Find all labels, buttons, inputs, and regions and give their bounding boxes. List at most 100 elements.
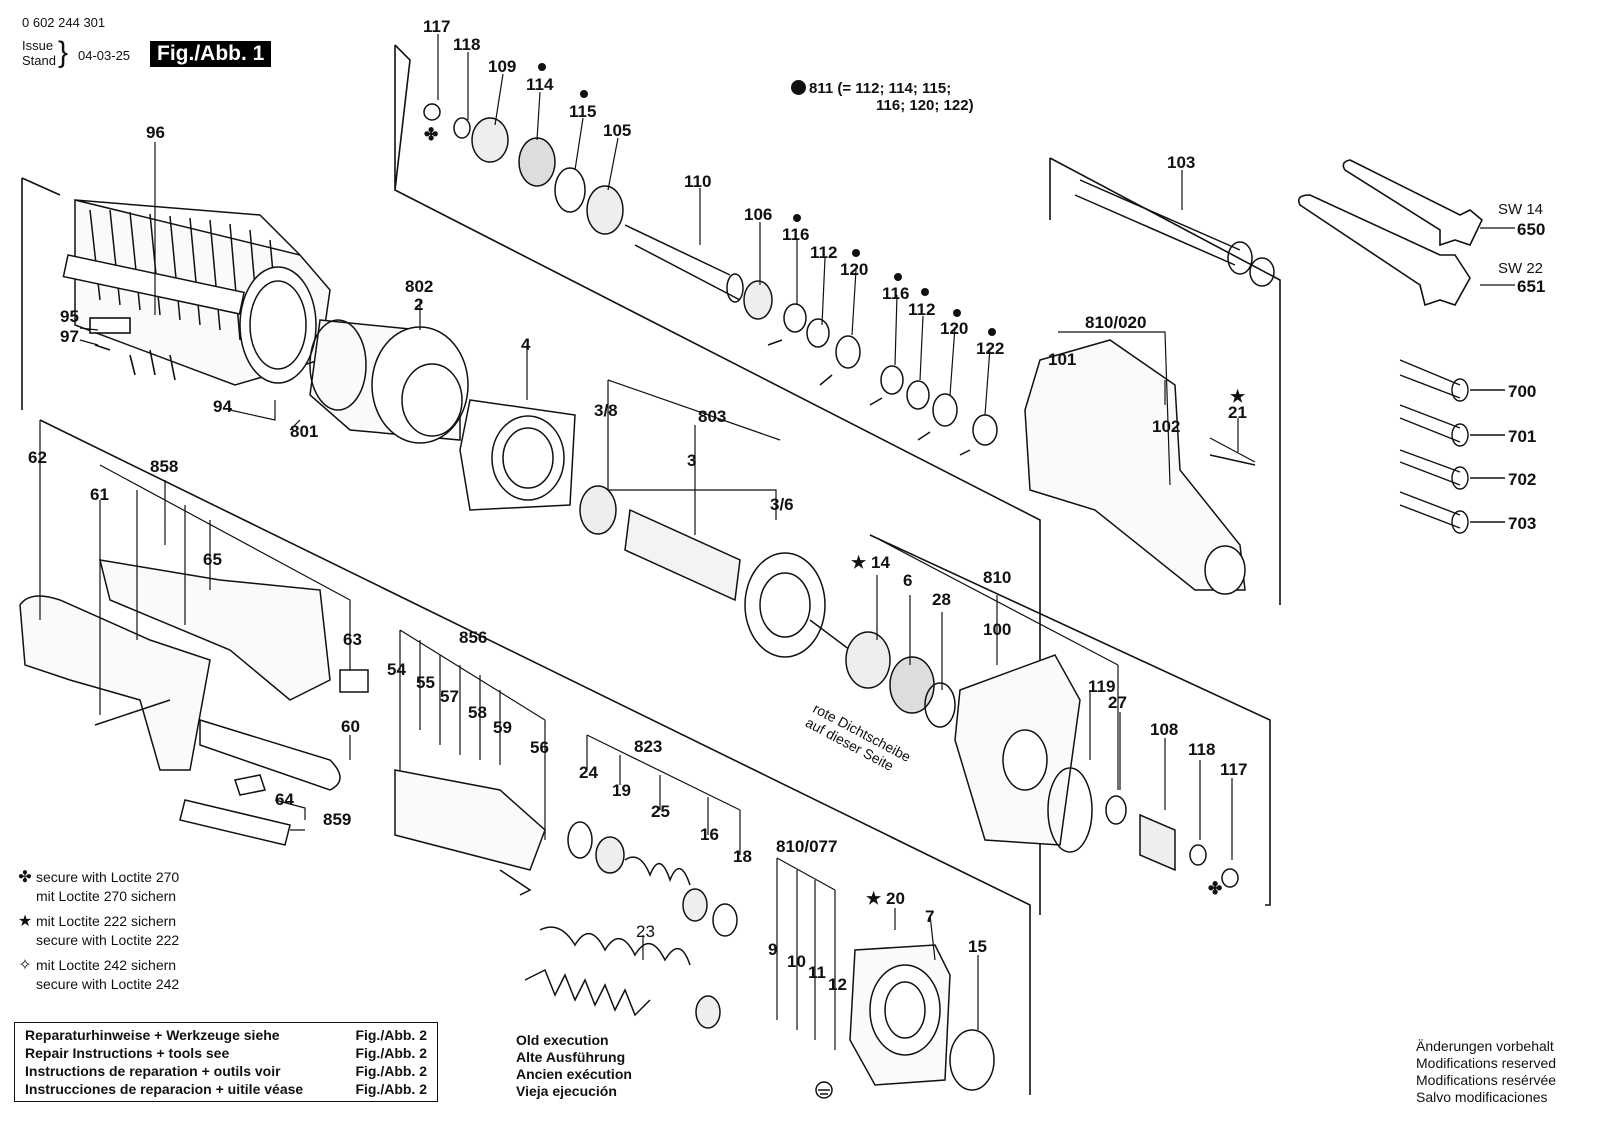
part-label: 115 bbox=[569, 102, 596, 121]
kit-dot-icon bbox=[894, 273, 902, 281]
gear-housing bbox=[1024, 339, 1256, 595]
part-label: 859 bbox=[323, 810, 351, 829]
repair-row: Repair Instructions + tools see Fig./Abb.… bbox=[15, 1044, 437, 1062]
part-label: 116 bbox=[882, 284, 909, 303]
frame-lower-band bbox=[39, 419, 1031, 1095]
part-label: 60 bbox=[341, 717, 360, 736]
part-label: 16 bbox=[700, 825, 719, 844]
part-label: 57 bbox=[440, 687, 459, 706]
wrench-size-14: SW 14 bbox=[1498, 201, 1544, 218]
part-label: 65 bbox=[203, 550, 222, 569]
part-label: 97 bbox=[60, 327, 79, 346]
old-exec-line: Alte Ausführung bbox=[516, 1049, 626, 1065]
modifications-line: Salvo modificaciones bbox=[1416, 1089, 1548, 1105]
issue-date: 04-03-25 bbox=[78, 48, 131, 63]
part-label: 96 bbox=[146, 123, 165, 142]
part-label: 810/020 bbox=[1085, 313, 1146, 332]
part-label: 25 bbox=[651, 802, 670, 821]
part-label: 3/6 bbox=[770, 495, 794, 514]
frame-housing bbox=[1049, 157, 1281, 605]
part-label: 56 bbox=[530, 738, 549, 757]
kit-dot-icon bbox=[988, 328, 996, 336]
part-label: 18 bbox=[733, 847, 752, 866]
part-label: 117 bbox=[423, 17, 450, 36]
part-label: 802 bbox=[405, 277, 433, 296]
legend-line: secure with Loctite 270 bbox=[36, 869, 180, 885]
collet-screws bbox=[1399, 359, 1505, 534]
armature bbox=[579, 485, 851, 658]
repair-text: Repair Instructions + tools see bbox=[25, 1045, 230, 1061]
part-label: 114 bbox=[526, 75, 554, 94]
part-label: 700 bbox=[1508, 382, 1536, 401]
old-execution-note: Old execution Alte Ausführung Ancien exé… bbox=[516, 1032, 632, 1100]
part-label: 62 bbox=[28, 448, 47, 467]
bearing-bracket bbox=[459, 399, 576, 511]
part-label: 21 bbox=[1228, 403, 1247, 422]
frame-upper-band bbox=[394, 44, 1041, 915]
leader-lines bbox=[39, 34, 1515, 1050]
part-label: 118 bbox=[1188, 740, 1215, 759]
upper-shaft-parts bbox=[423, 103, 998, 456]
part-label: 810 bbox=[983, 568, 1011, 587]
part-label: 4 bbox=[521, 335, 531, 354]
wrenches bbox=[1297, 159, 1483, 307]
kit-dot-icon bbox=[793, 214, 801, 222]
part-label: 59 bbox=[493, 718, 512, 737]
field-coil bbox=[309, 319, 469, 444]
repair-ref: Fig./Abb. 2 bbox=[355, 1027, 427, 1043]
part-label: 23 bbox=[636, 922, 655, 941]
kit-dot-icon bbox=[921, 288, 929, 296]
modifications-line: Änderungen vorbehalt bbox=[1416, 1038, 1554, 1054]
modifications-line: Modifications resérvée bbox=[1416, 1072, 1557, 1088]
part-label: 801 bbox=[290, 422, 318, 441]
repair-row: Instrucciones de reparacion + uitile véa… bbox=[15, 1080, 437, 1098]
stand-label: Stand bbox=[22, 53, 56, 68]
part-label: 106 bbox=[744, 205, 772, 224]
part-label: 858 bbox=[150, 457, 178, 476]
brush-parts bbox=[567, 821, 738, 937]
part-label: 27 bbox=[1108, 693, 1127, 712]
modifications-line: Modifications reserved bbox=[1416, 1055, 1557, 1071]
repair-ref: Fig./Abb. 2 bbox=[355, 1063, 427, 1079]
part-label: 20 bbox=[886, 889, 905, 908]
part-label: 122 bbox=[976, 339, 1004, 358]
repair-text: Reparaturhinweise + Werkzeuge siehe bbox=[25, 1027, 280, 1043]
marker-symbols bbox=[538, 63, 996, 336]
part-label: 9 bbox=[768, 940, 777, 959]
modifications-note: Änderungen vorbehalt Modifications reser… bbox=[1416, 1038, 1556, 1106]
part-label: 110 bbox=[684, 172, 711, 191]
part-label: 11 bbox=[808, 963, 826, 982]
part-label: 650 bbox=[1517, 220, 1545, 239]
part-label: 651 bbox=[1517, 277, 1545, 296]
part-label: 54 bbox=[387, 660, 406, 679]
part-label: 118 bbox=[453, 35, 480, 54]
kit-811-line2: 116; 120; 122) bbox=[876, 97, 974, 114]
old-exec-line: Old execution bbox=[516, 1032, 609, 1048]
part-label: 105 bbox=[603, 121, 631, 140]
figure-badge: Fig./Abb. 1 bbox=[150, 41, 272, 67]
clover-icon: ✤ bbox=[424, 125, 438, 144]
bearing-set bbox=[845, 631, 1239, 888]
kit-dot-icon bbox=[580, 90, 588, 98]
repair-row: Instructions de reparation + outils voir… bbox=[15, 1062, 437, 1080]
part-label: 64 bbox=[275, 790, 294, 809]
part-label: 701 bbox=[1508, 427, 1536, 446]
clover-icon: ✤ bbox=[1208, 879, 1222, 898]
kit-dot-icon bbox=[852, 249, 860, 257]
part-label: 702 bbox=[1508, 470, 1536, 489]
wrench-size-22: SW 22 bbox=[1498, 260, 1544, 277]
part-label: 10 bbox=[787, 952, 806, 971]
part-label: 823 bbox=[634, 737, 662, 756]
repair-ref: Fig./Abb. 2 bbox=[355, 1045, 427, 1061]
part-label: 3 bbox=[687, 451, 696, 470]
handle-parts bbox=[19, 559, 369, 846]
old-springs bbox=[524, 926, 721, 1029]
star-icon: ★ bbox=[866, 889, 882, 908]
motor-housing bbox=[62, 199, 331, 386]
document-number: 0 602 244 301 bbox=[22, 15, 106, 30]
kit-811-note: 811 (= 112; 114; 115; 116; 120; 122) bbox=[791, 80, 974, 114]
switch-assembly bbox=[394, 769, 546, 896]
part-label: 109 bbox=[488, 57, 516, 76]
part-label: 14 bbox=[871, 553, 890, 572]
